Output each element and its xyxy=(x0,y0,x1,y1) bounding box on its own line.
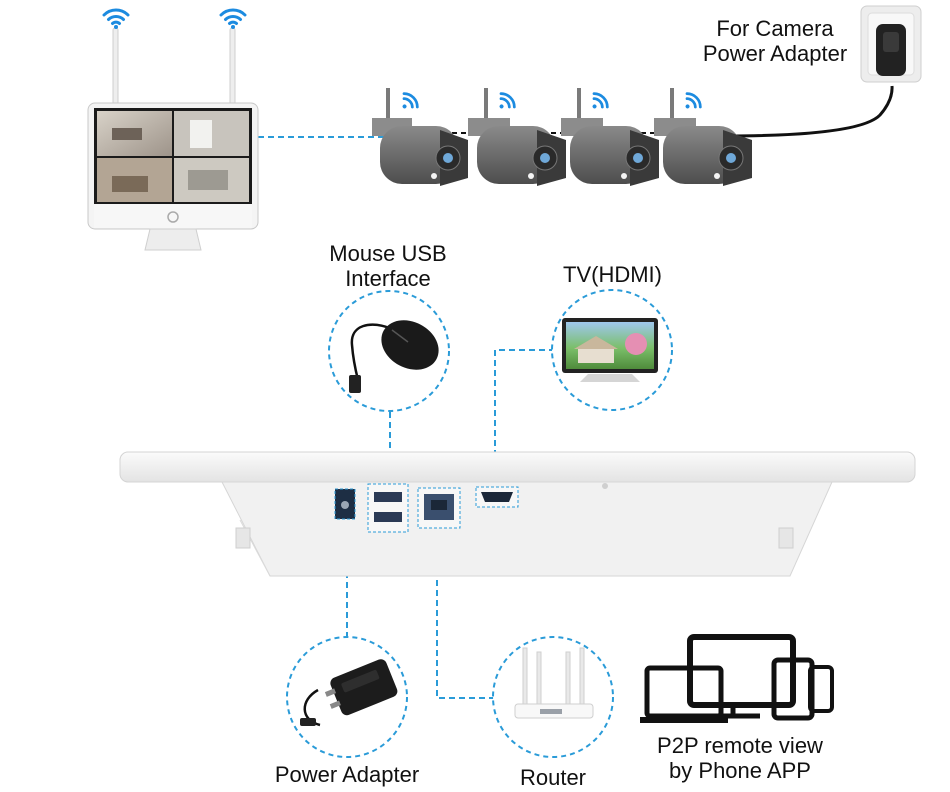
mouse-usb-label: Mouse USB Interface xyxy=(318,241,458,291)
connector-router-to-lan xyxy=(436,530,494,699)
mouse-usb-label-line2: Interface xyxy=(345,266,431,291)
ip-camera-icon xyxy=(561,88,659,186)
camera-adapter-label: For Camera Power Adapter xyxy=(690,16,860,66)
wifi-icon xyxy=(499,92,516,109)
router-icon xyxy=(514,647,594,719)
camera-adapter-label-line1: For Camera xyxy=(716,16,834,41)
phone-app-devices-icon xyxy=(640,634,834,723)
p2p-remote-label-line1: P2P remote view xyxy=(657,733,823,758)
connector-tv-to-hdmi xyxy=(494,349,555,482)
nvr-back-panel xyxy=(119,451,916,577)
camera-adapter-label-line2: Power Adapter xyxy=(702,41,848,66)
monitor-nvr-icon xyxy=(87,27,259,251)
connector-lines xyxy=(258,136,555,699)
wifi-icon xyxy=(592,92,609,109)
p2p-remote-label: P2P remote view by Phone APP xyxy=(640,733,840,783)
tv-hdmi-label: TV(HDMI) xyxy=(563,262,662,287)
wifi-icon xyxy=(402,92,419,109)
camera-power-cable xyxy=(724,85,894,138)
wifi-icon xyxy=(102,8,130,29)
wall-plug-icon xyxy=(860,5,922,83)
mouse-usb-label-line1: Mouse USB xyxy=(329,241,447,266)
ip-camera-icon xyxy=(654,88,752,186)
wifi-icon xyxy=(219,8,247,29)
wifi-icon xyxy=(685,92,702,109)
ip-camera-icon xyxy=(372,88,468,186)
router-circle-frame xyxy=(492,636,614,758)
power-adapter-label: Power Adapter xyxy=(274,762,420,787)
p2p-remote-label-line2: by Phone APP xyxy=(669,758,811,783)
usb-mouse-icon xyxy=(349,320,439,393)
power-adapter-icon xyxy=(300,659,398,727)
ip-camera-icon xyxy=(468,88,566,186)
tv-icon xyxy=(562,318,658,382)
router-label: Router xyxy=(519,765,587,790)
usb-ports xyxy=(367,483,409,533)
